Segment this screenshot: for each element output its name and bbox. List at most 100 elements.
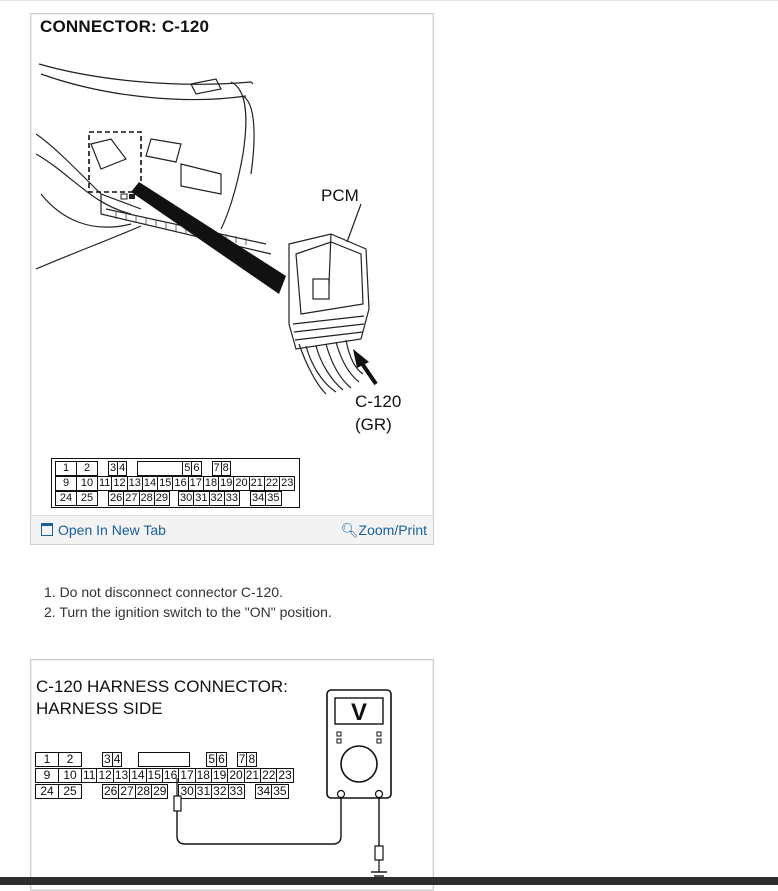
- pin-row-1: 1 2 3 4 5 6 7 8: [35, 752, 258, 767]
- top-divider: [0, 0, 778, 4]
- connector-label: C-120: [355, 392, 401, 411]
- pin-cell: 10: [58, 768, 82, 783]
- card-footer: Open In New Tab 🔍︎Zoom/Print: [31, 515, 433, 544]
- zoom-print-link[interactable]: 🔍︎Zoom/Print: [341, 522, 427, 539]
- pin-cell: 15: [157, 476, 174, 491]
- pin-row-3: 24 25 26 27 28 29 30 31 32 33 34 35: [35, 784, 289, 799]
- open-new-tab-label: Open In New Tab: [58, 522, 166, 538]
- probe-terminal-com: [336, 789, 346, 799]
- pcm-module: [288, 233, 370, 395]
- pin-cell: 33: [223, 491, 241, 506]
- pin-cell: 31: [193, 491, 210, 506]
- open-new-tab-icon: [41, 523, 53, 536]
- pcm-label: PCM: [321, 186, 359, 205]
- pin-cell: 5: [182, 461, 193, 476]
- pin-cell: 14: [141, 476, 159, 491]
- pin-cell: 28: [138, 491, 155, 506]
- pin-cell: 34: [249, 491, 267, 506]
- pin-blank: [239, 491, 251, 506]
- pin-row-3: 24 25 26 27 28 29 30 31 32 33 34 35: [55, 491, 282, 506]
- pin-cell: 20: [227, 768, 245, 783]
- pin-cell: 33: [227, 784, 245, 799]
- step-item: 2. Turn the ignition switch to the "ON" …: [44, 604, 332, 620]
- pin-blank-box: [137, 461, 184, 476]
- pin-blank: [126, 461, 139, 476]
- harness-pinout-row3: 24 25 26 27 28 29 30 31 32 33 34 35: [35, 784, 289, 799]
- pin-cell: 21: [248, 476, 265, 491]
- pin-cell: 26: [107, 491, 125, 506]
- pin-cell: 35: [265, 491, 282, 506]
- pin-blank: [225, 752, 238, 767]
- connector-pinout-row2: 9 10 11 12 13 14 15 16 17 18 19 20 21 22…: [55, 476, 296, 491]
- pin-cell: 12: [96, 768, 114, 783]
- connector-pinout-row3: 24 25 26 27 28 29 30 31 32 33 34 35: [55, 491, 282, 506]
- pin-row-2: 9 10 11 12 13 14 15 16 17 18 19 20 21 22…: [55, 476, 296, 491]
- zoom-print-label: Zoom/Print: [358, 522, 427, 538]
- pin-cell: 3: [107, 461, 119, 476]
- pin-cell: 18: [202, 476, 220, 491]
- connector-diagram-card: CONNECTOR: C-120: [30, 13, 434, 545]
- connector-pinout-frame: [51, 458, 300, 508]
- pin-cell: 1: [55, 461, 77, 476]
- connector-color: (GR): [355, 415, 392, 434]
- pin-cell: 14: [129, 768, 147, 783]
- pin-cell: 7: [211, 461, 222, 476]
- probe-tip: [173, 795, 182, 812]
- bottom-toolbar-edge: [0, 877, 778, 885]
- pin-cell: 19: [218, 476, 235, 491]
- instruction-steps: 1. Do not disconnect connector C-120. 2.…: [44, 582, 332, 622]
- pin-cell: 29: [151, 784, 169, 799]
- pin-cell: 22: [263, 476, 281, 491]
- harness-title-line2: HARNESS SIDE: [36, 699, 163, 718]
- probe-lead: [176, 798, 342, 845]
- pin-blank: [200, 461, 213, 476]
- pin-row-1: 1 2 3 4 5 6 7 8: [55, 461, 231, 476]
- pin-blank: [81, 752, 103, 767]
- voltmeter-symbol: V: [351, 699, 367, 726]
- pin-cell: 29: [153, 491, 171, 506]
- step-item: 1. Do not disconnect connector C-120.: [44, 584, 283, 600]
- harness-pinout-row2: 9 10 11 12 13 14 15 16 17 18 19 20 21 22…: [35, 768, 294, 783]
- pin-blank: [169, 491, 179, 506]
- pin-cell: 6: [191, 461, 202, 476]
- open-new-tab-link[interactable]: Open In New Tab: [41, 522, 166, 538]
- pin-blank: [97, 461, 109, 476]
- connector-pinout: 1 2 3 4 5 6 7 8: [55, 461, 231, 476]
- pin-cell: 17: [187, 476, 204, 491]
- pin-cell: 13: [126, 476, 143, 491]
- pin-cell: 35: [271, 784, 289, 799]
- pin-cell: 30: [177, 491, 195, 506]
- pin-cell: 23: [276, 768, 294, 783]
- voltmeter-circuit: V: [173, 689, 392, 877]
- pin-cell: 25: [76, 491, 98, 506]
- pin-cell: 22: [260, 768, 278, 783]
- voltmeter-display: [334, 697, 384, 725]
- pin-cell: 20: [233, 476, 250, 491]
- pin-cell: 8: [220, 461, 231, 476]
- harness-title-line1: C-120 HARNESS CONNECTOR:: [36, 677, 288, 696]
- pin-cell: 11: [96, 476, 113, 491]
- pin-cell: 10: [76, 476, 98, 491]
- pin-cell: 24: [55, 491, 77, 506]
- pin-cell: 2: [76, 461, 98, 476]
- harness-card-title: C-120 HARNESS CONNECTOR: HARNESS SIDE: [36, 676, 288, 720]
- pin-cell: 8: [246, 752, 258, 767]
- pin-cell: 4: [117, 461, 128, 476]
- pin-cell: 16: [172, 476, 189, 491]
- harness-connector-card: C-120 HARNESS CONNECTOR: HARNESS SIDE 1 …: [30, 659, 434, 891]
- probe-terminal-v: [374, 789, 384, 799]
- pin-cell: 15: [145, 768, 163, 783]
- pin-cell-16: 16: [161, 768, 180, 783]
- voltmeter-dial: [340, 745, 378, 783]
- pin-cell: 30: [178, 784, 196, 799]
- pin-cell: 27: [118, 784, 136, 799]
- pin-cell: 26: [101, 784, 120, 799]
- pcm-location-illustration: PCM C-120 (GR): [35, 63, 401, 434]
- card-title: CONNECTOR: C-120: [40, 17, 210, 36]
- pin-row-2: 9 10 11 12 13 14 15 16 17 18 19 20 21 22…: [35, 768, 294, 783]
- pin-blank: [97, 491, 109, 506]
- pcm-location-marker: [88, 131, 142, 193]
- pin-cell: 11: [80, 768, 98, 783]
- zoom-icon: 🔍︎: [340, 522, 359, 538]
- pin-blank: [189, 752, 208, 767]
